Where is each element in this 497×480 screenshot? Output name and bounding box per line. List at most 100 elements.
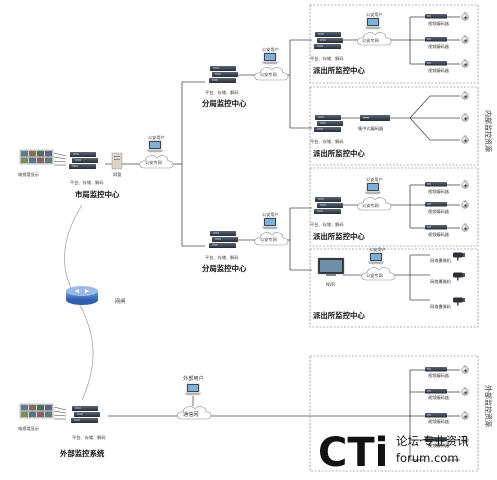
platform-label: 平台、存储、解码: [70, 179, 104, 186]
dome-camera-icon: [461, 90, 469, 100]
gatekeeper-label: 网闸: [115, 297, 125, 305]
external-platform-label: 平台、存储、解码: [72, 434, 106, 441]
network-camera-icon: [453, 297, 465, 306]
city-net-label: 公安专网: [145, 159, 162, 166]
video-encoder-icon: [425, 202, 447, 207]
video-encoder-icon: [425, 389, 447, 394]
public-security-user-icon: [364, 182, 382, 195]
station1-net-label: 公安专网: [362, 37, 379, 44]
station-center-4: [317, 252, 465, 306]
watermark-logo: CTi: [318, 430, 388, 476]
video-encoder-icon: [425, 182, 447, 187]
station3-net-label: 公安专网: [362, 202, 379, 209]
internal-resources-label: 内部监控资源: [484, 110, 493, 152]
watermark-site: forum.com: [396, 451, 459, 465]
station3-user-label: 公安用户: [366, 176, 383, 183]
dome-camera-icon: [461, 11, 469, 21]
centralized-encoder-label: 集中式编码器: [358, 125, 384, 132]
branch2-user-label: 公安用户: [262, 211, 279, 218]
external-videowall-label: 电视墙显示: [18, 425, 39, 432]
gateway-server-icon: [111, 152, 123, 170]
network-camera-label-1: 网络摄像机: [430, 257, 452, 264]
server-stack-icon: [314, 115, 343, 132]
branch-center-1: [209, 52, 289, 83]
video-encoder-icon: [425, 225, 447, 230]
branch2-platform-label: 平台、存储、解码: [205, 254, 239, 261]
station1-encoder-label-2: 视频编码器: [428, 43, 450, 50]
video-encoder-icon: [425, 367, 447, 372]
city-center: [19, 140, 174, 170]
station4-net-label: 公安专网: [366, 272, 383, 279]
branch2-label: 分局监控中心: [202, 264, 247, 273]
nvr-monitor-icon: [317, 257, 345, 276]
station-center-2: [314, 90, 469, 144]
public-security-user-icon: [364, 17, 382, 30]
station-frames: [309, 4, 479, 472]
server-stack-icon: [209, 66, 238, 83]
station3-encoder-label-3: 视频编码器: [428, 231, 450, 238]
external-system: [19, 364, 469, 444]
station3-encoder-label-1: 视频编码器: [428, 188, 450, 195]
centralized-encoder-icon: [360, 115, 390, 121]
station4-user-label: 公安用户: [369, 246, 386, 253]
station3-label: 派出所监控中心: [313, 232, 365, 241]
nvr-label: NVR: [326, 282, 335, 287]
station1-platform-label: 平台、存储、解码: [310, 55, 344, 62]
external-user-label: 外部用户: [183, 374, 204, 382]
server-stack-icon: [71, 406, 100, 423]
dome-camera-icon: [461, 34, 469, 44]
station2-label: 派出所监控中心: [313, 149, 365, 158]
dome-camera-icon: [461, 179, 469, 189]
dome-camera-icon: [461, 386, 469, 396]
dome-camera-icon: [461, 410, 469, 420]
dome-camera-icon: [461, 58, 469, 68]
watermark: CTi 论坛·专业资讯 forum.com: [318, 430, 469, 476]
city-user-label: 公安用户: [148, 134, 165, 141]
ext-encoder-label-4: 视频编码器: [428, 442, 450, 449]
network-camera-label-2: 网络摄像机: [430, 278, 452, 285]
public-security-user-icon: [261, 52, 279, 65]
external-user-icon: [184, 383, 202, 396]
dome-camera-icon: [461, 112, 469, 122]
public-security-user-icon: [261, 217, 279, 230]
dome-camera-icon: [461, 222, 469, 232]
network-camera-label-3: 网络摄像机: [430, 303, 452, 310]
ext-encoder-label-2: 视频编码器: [428, 394, 450, 401]
ext-encoder-label-3: 视频编码器: [428, 418, 450, 425]
external-resources-label: 外部监控资源: [484, 385, 493, 427]
public-security-user-icon: [146, 140, 164, 153]
station1-encoder-label-1: 视频编码器: [428, 20, 450, 27]
station1-user-label: 公安用户: [366, 11, 383, 18]
video-wall-icon: [19, 403, 54, 419]
dome-camera-icon: [461, 199, 469, 209]
station3-encoder-label-2: 视频编码器: [428, 208, 450, 215]
video-encoder-icon: [425, 61, 447, 66]
external-system-label: 外部监控系统: [59, 449, 105, 458]
server-stack-icon: [314, 32, 343, 49]
dome-camera-icon: [461, 134, 469, 144]
station1-encoder-label-3: 视频编码器: [428, 67, 450, 74]
station1-label: 派出所监控中心: [313, 66, 365, 75]
server-stack-icon: [69, 152, 98, 169]
branch1-net-label: 公安专网: [260, 71, 277, 78]
video-encoder-icon: [425, 14, 447, 19]
public-security-user-icon: [367, 252, 385, 265]
watermark-tagline: 论坛·专业资讯: [396, 434, 469, 448]
network-camera-icon: [453, 252, 465, 261]
server-stack-icon: [314, 197, 343, 214]
branch1-user-label: 公安用户: [262, 46, 279, 53]
connection-lines: [105, 16, 460, 461]
video-wall-icon: [19, 149, 54, 165]
station4-label: 派出所监控中心: [313, 311, 365, 320]
dome-camera-icon: [461, 364, 469, 374]
videowall-label: 电视墙显示: [18, 171, 39, 178]
server-stack-icon: [209, 231, 238, 248]
branch1-platform-label: 平台、存储、解码: [205, 89, 239, 96]
branch-center-2: [209, 217, 289, 248]
comm-net-label: 通信网: [183, 410, 199, 418]
gateway-label: 网管: [113, 171, 121, 178]
video-encoder-icon: [425, 37, 447, 42]
station3-platform-label: 平台、存储、解码: [310, 221, 344, 228]
network-camera-icon: [453, 272, 465, 281]
